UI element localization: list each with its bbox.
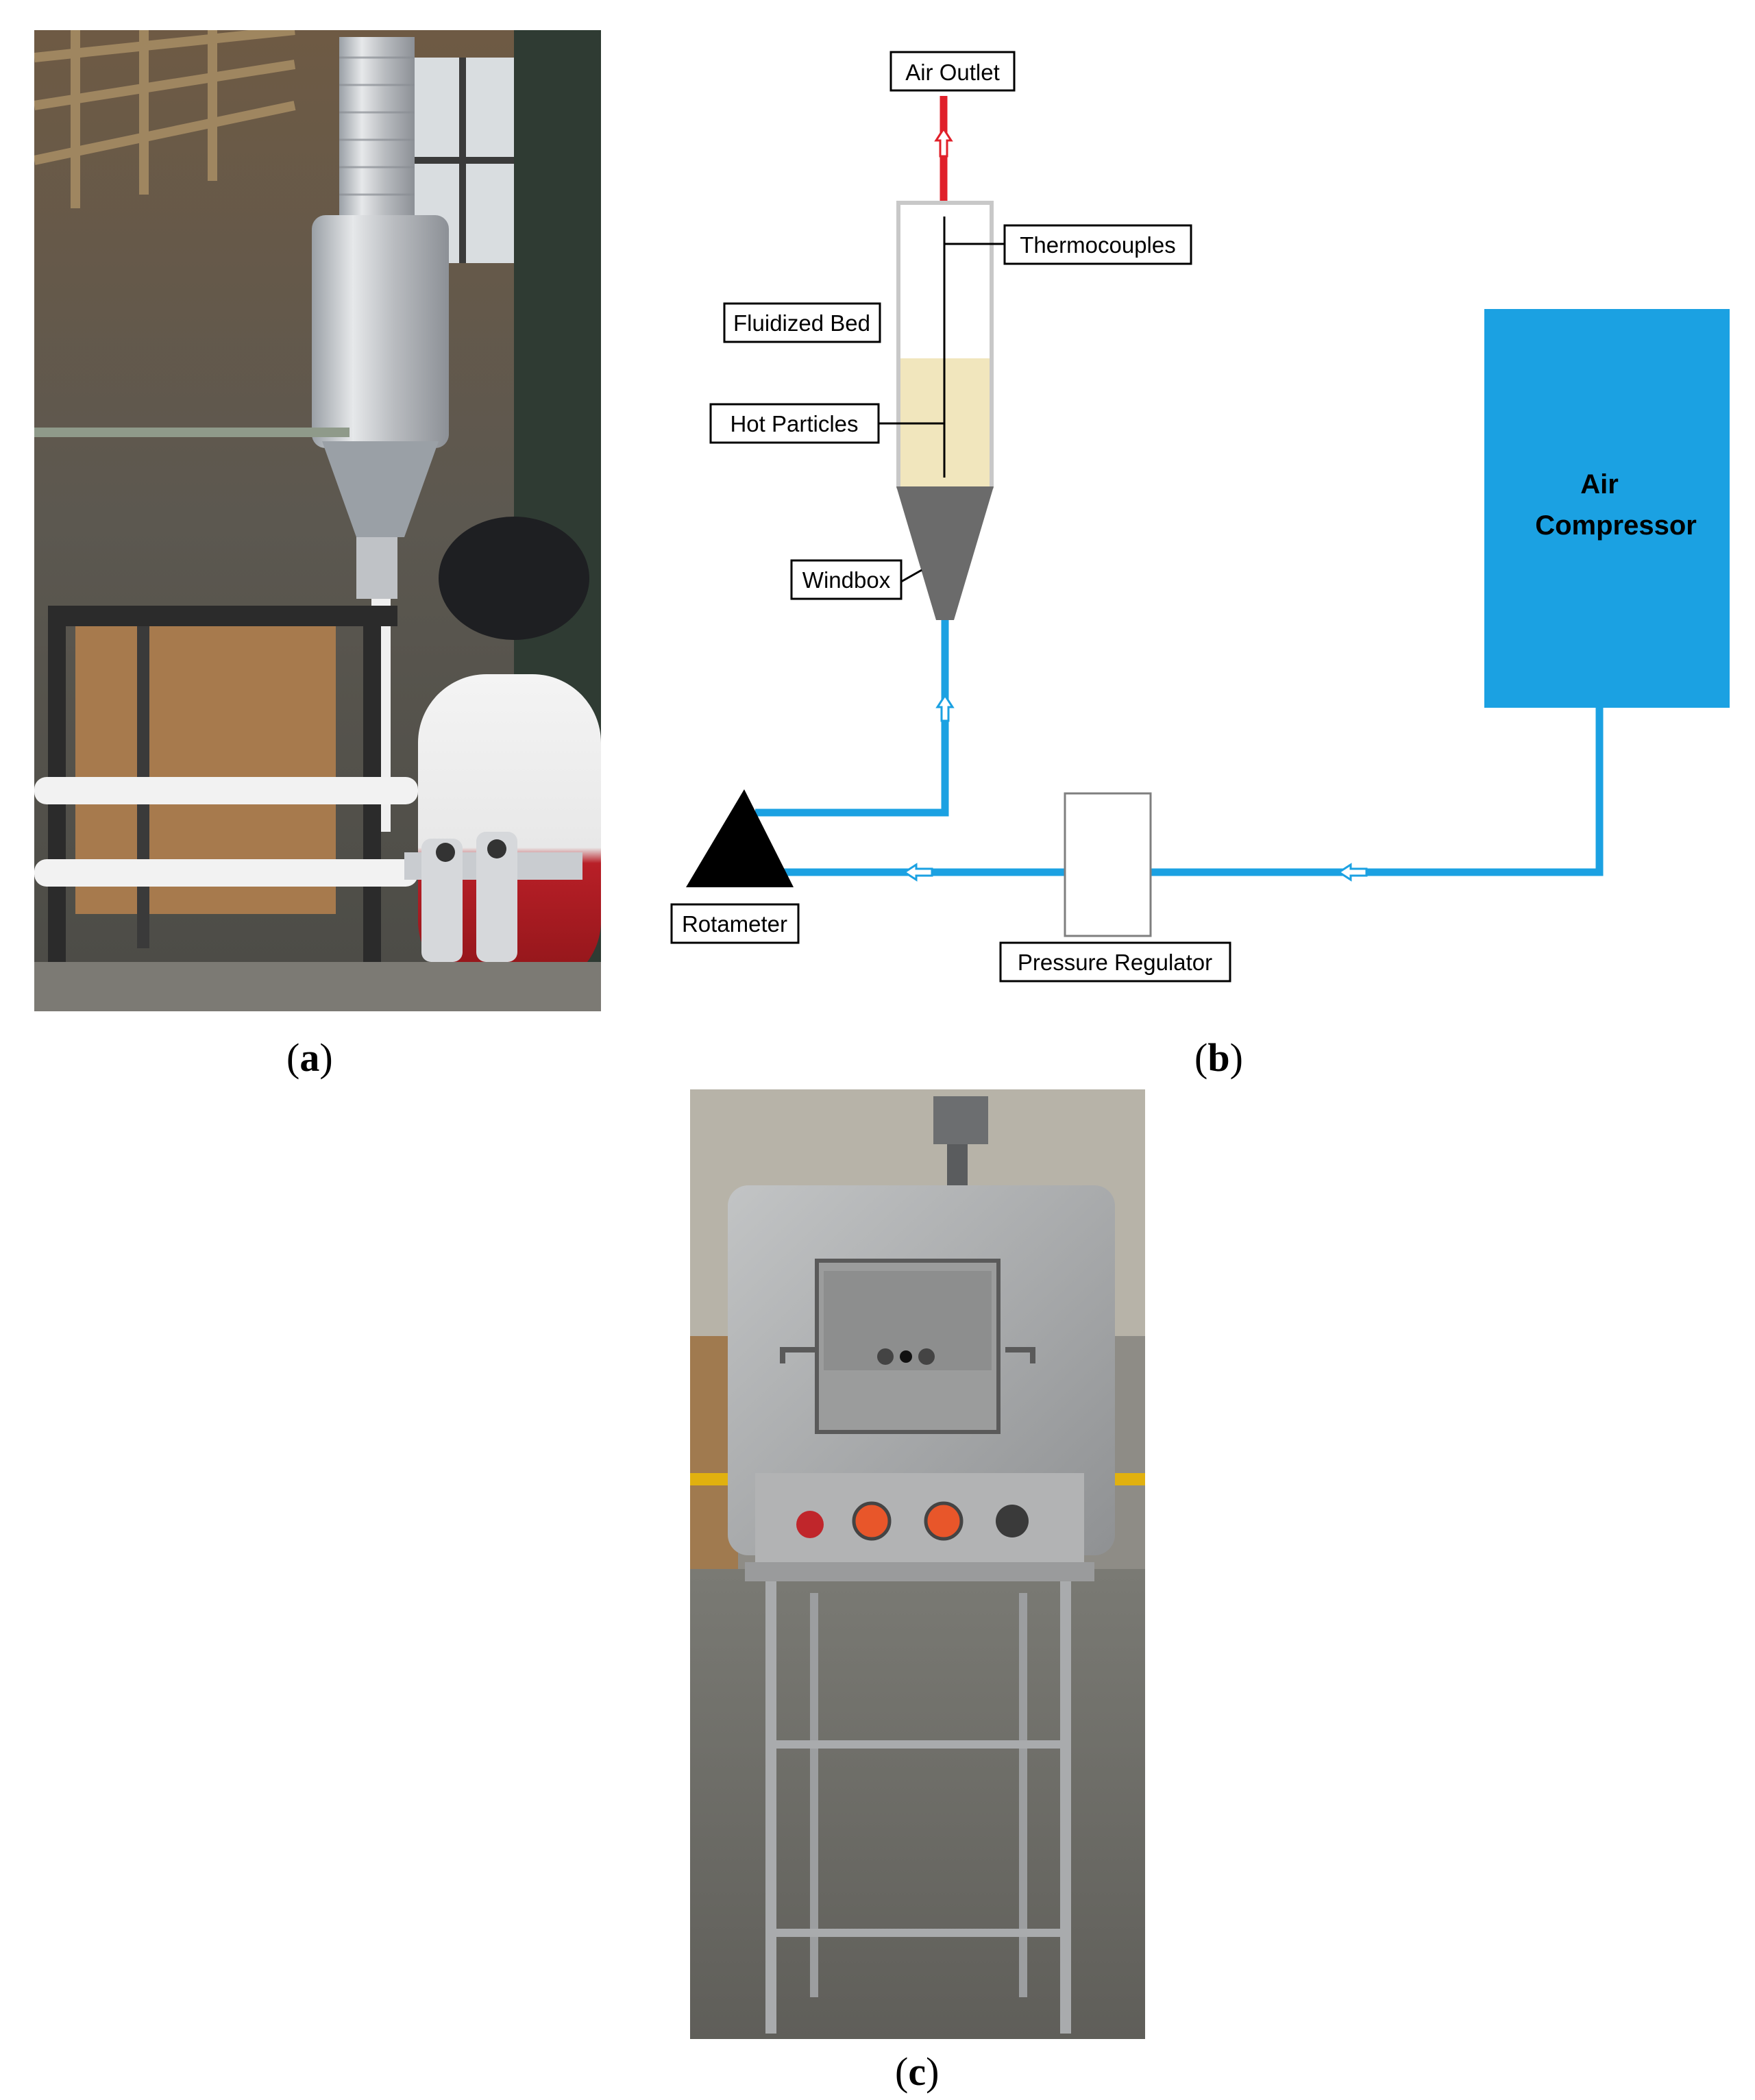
photo-a <box>34 30 601 1011</box>
pressure-regulator-label: Pressure Regulator <box>1018 950 1212 975</box>
caption-c-letter: c <box>908 2049 926 2094</box>
caption-c: (c) <box>895 2049 940 2094</box>
fluidized-bed-label: Fluidized Bed <box>733 310 870 336</box>
rotameter-symbol <box>686 789 794 887</box>
pressure-regulator-box <box>1064 792 1152 937</box>
flow-arrow-up <box>935 693 955 722</box>
leader-lines <box>879 243 1005 583</box>
flow-arrow-left-1 <box>903 863 933 882</box>
flow-arrow-left-2 <box>1337 863 1368 882</box>
windbox-label: Windbox <box>802 567 891 593</box>
caption-a-letter: a <box>299 1035 320 1080</box>
photo-c <box>690 1089 1145 2039</box>
fluidized-bed-schematic: Air Compressor Air Outlet Thermocouples … <box>670 51 1730 983</box>
air-outlet-arrow <box>934 127 953 158</box>
photo-a-illustration <box>34 30 601 1011</box>
rotameter-label: Rotameter <box>682 911 787 937</box>
air-compressor-box <box>1484 309 1730 708</box>
caption-b: (b) <box>1194 1035 1243 1080</box>
caption-b-letter: b <box>1207 1035 1230 1080</box>
hot-particles-label: Hot Particles <box>730 411 858 436</box>
air-outlet-label: Air Outlet <box>905 60 1000 85</box>
thermocouples-label: Thermocouples <box>1020 232 1175 258</box>
photo-c-illustration <box>690 1089 1145 2039</box>
air-piping <box>755 620 1604 876</box>
diagram-b: Air Compressor Air Outlet Thermocouples … <box>658 30 1741 1003</box>
air-compressor-label-line2: Compressor <box>1535 510 1697 541</box>
windbox-cone <box>896 486 994 620</box>
caption-a: (a) <box>286 1035 333 1080</box>
air-compressor-label-line1: Air <box>1580 469 1619 499</box>
